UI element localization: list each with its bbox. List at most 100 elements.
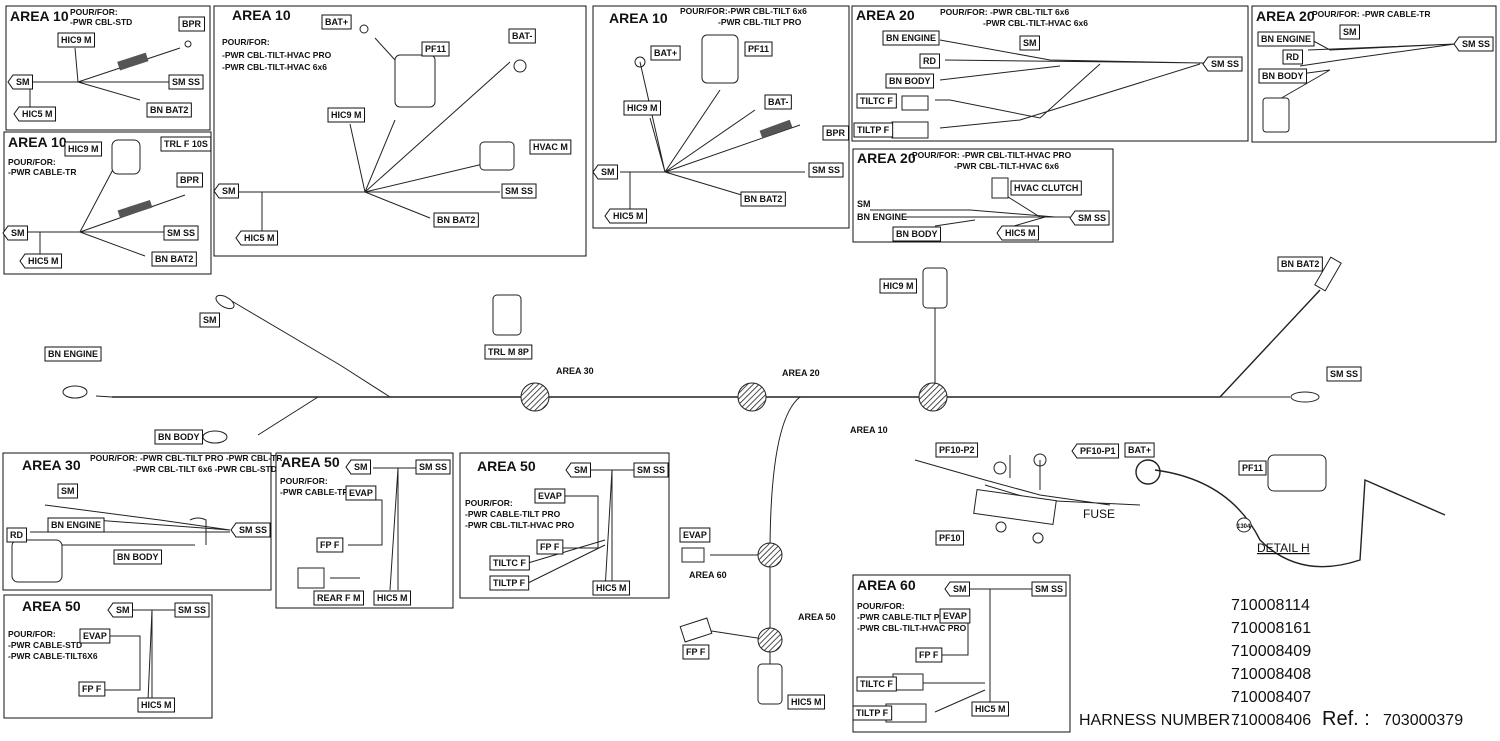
label-frame bbox=[2, 225, 28, 241]
pour-line: -PWR CABLE-TILT6X6 bbox=[8, 651, 98, 661]
wiring bbox=[11, 24, 1456, 723]
wire-label: SM bbox=[953, 584, 967, 594]
wire-label: BN BAT2 bbox=[437, 215, 475, 225]
wire-label: SM SS bbox=[178, 605, 206, 615]
wire-label: SM bbox=[1343, 27, 1357, 37]
wire-label: HIC5 M bbox=[975, 704, 1006, 714]
pour-line: -PWR CBL-TILT-HVAC 6x6 bbox=[222, 62, 327, 72]
wire-label: FP F bbox=[82, 684, 102, 694]
wire-label: HIC9 M bbox=[331, 110, 362, 120]
label-frame bbox=[433, 212, 479, 228]
wire-label: SM SS bbox=[167, 228, 195, 238]
label-frame bbox=[935, 442, 979, 458]
wire-label: HVAC CLUTCH bbox=[1014, 183, 1078, 193]
label-frame bbox=[1069, 210, 1110, 226]
wire-label: SM SS bbox=[239, 525, 267, 535]
wire-label: TILTP F bbox=[493, 578, 526, 588]
panel-title: AREA 50 bbox=[477, 458, 536, 474]
wire-label: BPR bbox=[826, 128, 846, 138]
pour-line: -PWR CBL-TILT-HVAC 6x6 bbox=[983, 18, 1088, 28]
label-frame bbox=[113, 549, 163, 565]
wire-label: SM bbox=[574, 465, 588, 475]
wire-label: BAT+ bbox=[654, 48, 677, 58]
label-frame bbox=[6, 527, 27, 543]
label-frame bbox=[489, 575, 530, 591]
label-frame bbox=[536, 539, 564, 555]
wire-label: EVAP bbox=[683, 530, 707, 540]
wire-label: BN BODY bbox=[117, 552, 159, 562]
panel-frames bbox=[2, 5, 1497, 733]
wire-label: HIC5 M bbox=[791, 697, 822, 707]
pour-line: POUR/FOR: bbox=[70, 7, 118, 17]
wire-label: SM SS bbox=[419, 462, 447, 472]
wire-label: HIC5 M bbox=[596, 583, 627, 593]
wire-label: SM bbox=[354, 462, 368, 472]
label-frame bbox=[1031, 581, 1067, 597]
label-frame bbox=[146, 102, 192, 118]
label-frame bbox=[345, 485, 377, 501]
label-frame bbox=[1124, 442, 1155, 458]
label-frame bbox=[1453, 36, 1494, 52]
label-frame bbox=[939, 608, 971, 624]
fuse-label: FUSE bbox=[1083, 507, 1115, 521]
wire-label: BN BODY bbox=[889, 76, 931, 86]
wire-label: REAR F M bbox=[317, 593, 361, 603]
label-frame bbox=[935, 530, 965, 546]
label-frame bbox=[852, 705, 893, 721]
panel-title: AREA 10 bbox=[609, 10, 668, 26]
wire-label: SM bbox=[601, 167, 615, 177]
label-frame bbox=[679, 527, 711, 543]
label-frame bbox=[971, 701, 1010, 717]
label-frame bbox=[1339, 24, 1360, 40]
wire-label: SM bbox=[203, 315, 217, 325]
panel-title: AREA 60 bbox=[857, 577, 916, 593]
label-frame bbox=[345, 459, 371, 475]
wire-label: BPR bbox=[182, 19, 202, 29]
label-frame bbox=[1258, 68, 1308, 84]
label-frame bbox=[154, 429, 204, 445]
ref-value: 703000379 bbox=[1383, 712, 1463, 729]
label-frame bbox=[822, 125, 850, 141]
harness-number: 710008408 bbox=[1231, 666, 1311, 683]
label-frame bbox=[168, 74, 204, 90]
wire-label: EVAP bbox=[943, 611, 967, 621]
wire-label: HIC5 M bbox=[1005, 228, 1036, 238]
label-frame bbox=[565, 462, 591, 478]
label-frame bbox=[57, 32, 96, 48]
label-frame bbox=[1282, 49, 1303, 65]
pour-line: POUR/FOR:-PWR CBL-TILT 6x6 bbox=[680, 6, 807, 16]
wire-label: HIC5 M bbox=[244, 233, 275, 243]
wire-label: SM bbox=[16, 77, 30, 87]
wire-label: SM SS bbox=[1330, 369, 1358, 379]
wire-label: BAT+ bbox=[1128, 445, 1151, 455]
wire-label: EVAP bbox=[538, 491, 562, 501]
label-frame bbox=[13, 106, 57, 122]
wire-label: SM SS bbox=[1211, 59, 1239, 69]
label-frame bbox=[592, 580, 631, 596]
wire-label: PF11 bbox=[1242, 463, 1263, 473]
label-frame bbox=[856, 676, 897, 692]
pour-line: -PWR CABLE-TILT PRO bbox=[465, 509, 561, 519]
wire-label: PF10-P1 bbox=[1080, 446, 1116, 456]
wire-label: SM bbox=[116, 605, 130, 615]
wire-label: SM SS bbox=[172, 77, 200, 87]
wire-label: EVAP bbox=[83, 631, 107, 641]
wire-label: PF11 bbox=[425, 44, 446, 54]
harness-number: 710008161 bbox=[1231, 620, 1311, 637]
wire-label: FP F bbox=[320, 540, 340, 550]
label-frame bbox=[163, 225, 199, 241]
label-frame bbox=[944, 581, 970, 597]
wire-label: HIC5 M bbox=[613, 211, 644, 221]
wire-label: BAT- bbox=[768, 97, 788, 107]
area-callout: AREA 20 bbox=[782, 368, 820, 378]
area-callout: AREA 50 bbox=[798, 612, 836, 622]
wire-label: HVAC M bbox=[533, 142, 568, 152]
label-frame bbox=[534, 488, 566, 504]
label-frame bbox=[235, 230, 279, 246]
label-frame bbox=[892, 226, 942, 242]
label-frame bbox=[107, 602, 133, 618]
panel-title: AREA 50 bbox=[281, 454, 340, 470]
label-frame bbox=[313, 590, 364, 606]
wire-label: SM SS bbox=[1035, 584, 1063, 594]
wire-label: SM bbox=[857, 199, 871, 209]
